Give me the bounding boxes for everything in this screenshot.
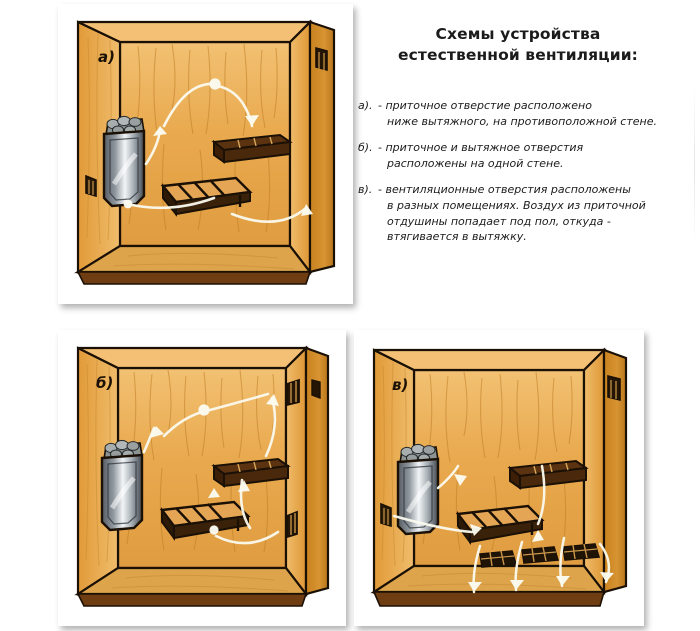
diagram-panel-a-inner: а) xyxy=(68,14,343,294)
wall-shelf xyxy=(211,133,293,164)
exterior-vent-marker xyxy=(311,379,321,400)
note-c-dash: - xyxy=(378,183,382,197)
diagram-panel-b-inner: б) xyxy=(68,340,336,616)
note-a-text-1: приточное отверстие расположено xyxy=(385,99,592,112)
exterior-side-wall xyxy=(308,20,336,274)
wall-shelf xyxy=(211,457,291,488)
note-item-b: б). - приточное и вытяжное отверстия рас… xyxy=(358,140,700,171)
outlet-vent-high-right xyxy=(315,46,328,72)
page-title-line-2: естественной вентиляции: xyxy=(397,45,638,64)
diagram-panel-c-inner: в) xyxy=(364,340,634,616)
inlet-vent-low-left xyxy=(85,174,97,198)
note-c-text-1: вентиляционные отверстия расположены xyxy=(385,183,631,197)
explanation-text-column: Схемы устройства естественной вентиляции… xyxy=(358,0,700,310)
sauna-room-diagram-b: б) xyxy=(68,340,336,616)
inlet-vent-low-right xyxy=(286,510,298,539)
floor-grates xyxy=(479,543,601,568)
airflow-arrowheads xyxy=(123,78,313,216)
wood-grain-floor xyxy=(407,572,587,590)
outlet-vent-high-right xyxy=(607,374,621,402)
note-b-line-2: расположены на одной стене. xyxy=(387,156,564,170)
stove-stones xyxy=(105,115,145,136)
diagram-panel-b: б) xyxy=(58,330,346,626)
note-a-line-2: ниже вытяжного, на противоположной стене… xyxy=(387,114,657,128)
notes-list: а). - приточное отверстие расположено ни… xyxy=(358,98,700,256)
airflow-arrowheads xyxy=(150,394,279,535)
exterior-side-wall xyxy=(602,348,628,594)
note-b-line-1: - приточное и вытяжное отверстия xyxy=(378,140,700,156)
diagram-panel-a: а) xyxy=(58,4,353,304)
note-item-a: а). - приточное отверстие расположено ни… xyxy=(358,98,700,129)
note-a-line-1: - приточное отверстие расположено xyxy=(378,98,700,114)
inlet-vent-low-left xyxy=(380,502,392,528)
sauna-room-diagram-a: а) xyxy=(68,14,343,294)
sauna-room-diagram-c: в) xyxy=(364,340,634,616)
note-body-b: - приточное и вытяжное отверстия располо… xyxy=(378,140,700,171)
sauna-bench xyxy=(455,504,545,545)
note-c-line-1: - вентиляционные отверстия расположены xyxy=(378,182,700,198)
note-b-dash: - xyxy=(378,141,382,155)
wood-grain-floor xyxy=(113,252,295,270)
underfloor-airflow-arrows xyxy=(454,474,614,592)
note-marker-b: б). xyxy=(358,141,373,155)
exterior-side-wall xyxy=(304,346,330,596)
diagram-panel-c: в) xyxy=(354,330,644,626)
note-b-text-1: приточное и вытяжное отверстия xyxy=(385,141,584,155)
note-c-line-2: в разных помещениях. Воздух из приточной xyxy=(387,199,646,213)
wood-grain-floor xyxy=(111,574,289,592)
note-c-line-4: втягивается в вытяжку. xyxy=(387,230,527,244)
page-title-line-1: Схемы устройства xyxy=(435,25,601,43)
note-body-a: - приточное отверстие расположено ниже в… xyxy=(378,98,700,129)
sauna-stove xyxy=(102,115,146,208)
note-marker-c: в). xyxy=(358,183,373,197)
airflow-arrows xyxy=(142,392,280,545)
outlet-vent-high-right xyxy=(286,378,300,407)
wood-grain xyxy=(126,369,275,553)
sauna-stove xyxy=(100,439,144,532)
panel-label-c: в) xyxy=(392,376,408,394)
note-item-c: в). - вентиляционные отверстия расположе… xyxy=(358,182,700,244)
panel-label-b: б) xyxy=(96,374,113,392)
note-body-c: - вентиляционные отверстия расположены в… xyxy=(378,182,700,244)
note-a-dash: - xyxy=(378,99,382,112)
text-column-divider xyxy=(694,86,695,246)
panel-label-a: а) xyxy=(98,48,115,66)
sauna-stove xyxy=(396,443,440,536)
note-c-line-3: отдушины попадает под пол, откуда - xyxy=(387,214,611,228)
page-title: Схемы устройства естественной вентиляции… xyxy=(358,24,678,66)
wall-shelf xyxy=(507,459,589,490)
note-marker-a: а). xyxy=(358,99,373,112)
